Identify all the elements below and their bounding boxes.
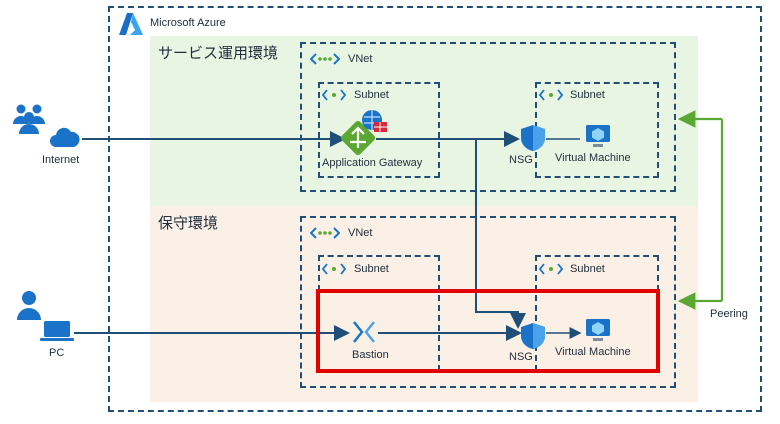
vm-icon: [586, 319, 610, 341]
users-icon: [13, 104, 45, 134]
subnet-label: Subnet: [570, 89, 605, 101]
subnet-service-gateway: [318, 82, 440, 178]
nsg-shield-icon: [521, 323, 545, 349]
person-icon: [17, 291, 41, 320]
internet-label: Internet: [42, 154, 80, 166]
pc-label: PC: [49, 347, 65, 359]
bastion-icon: [353, 321, 375, 343]
line-gateway-to-nsg-bottom: [475, 139, 526, 329]
laptop-icon: [40, 321, 74, 341]
vnet-maint-label: VNet: [348, 227, 373, 239]
vm-top-label: Virtual Machine: [555, 152, 631, 164]
app-gateway-label: Application Gateway: [322, 157, 423, 169]
subnet-label: Subnet: [570, 263, 605, 275]
vnet-maintenance: [300, 216, 676, 388]
azure-boundary: [108, 6, 762, 412]
app-gateway-icon: [340, 120, 376, 156]
subnet-label: Subnet: [354, 89, 389, 101]
cloud-icon: [50, 127, 80, 147]
waf-icon: [362, 110, 387, 132]
subnet-icon: [322, 89, 346, 101]
vnet-icon: [310, 53, 340, 65]
vm-bottom-label: Virtual Machine: [555, 346, 631, 358]
subnet-label: Subnet: [354, 263, 389, 275]
nsg-top-label: NSG: [509, 154, 533, 166]
vnet-service-label: VNet: [348, 53, 373, 65]
bastion-label: Bastion: [352, 349, 389, 361]
vnet-service: [300, 42, 676, 192]
azure-title: Microsoft Azure: [150, 17, 226, 29]
vnet-icon: [310, 227, 340, 239]
nsg-shield-icon: [521, 125, 545, 151]
subnet-icon: [539, 89, 563, 101]
peering-label: Peering: [710, 308, 748, 320]
maintenance-zone-title: 保守環境: [158, 215, 219, 232]
azure-logo-icon: [119, 13, 143, 35]
vm-icon: [586, 125, 610, 147]
service-zone-title: サービス運用環境: [158, 45, 279, 62]
subnet-icon: [322, 263, 346, 275]
subnet-icon: [539, 263, 563, 275]
nsg-bottom-label: NSG: [509, 351, 533, 363]
highlight-box: [316, 289, 660, 373]
